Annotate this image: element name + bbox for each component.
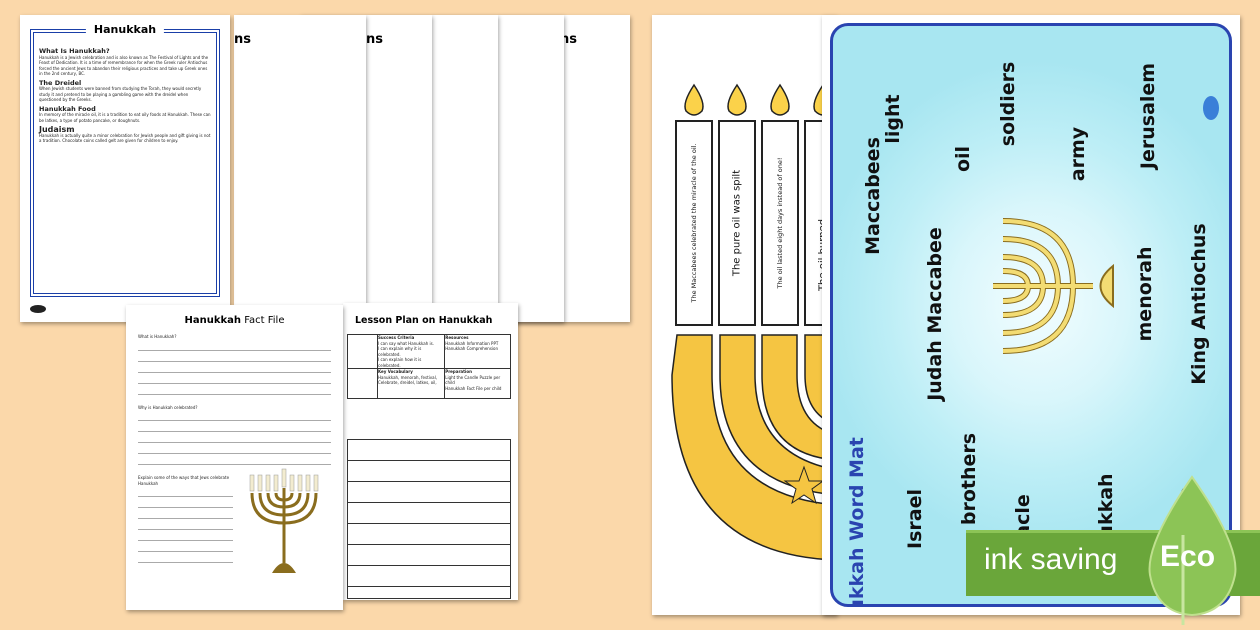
table-cell: Hanukkah Fact File per child	[445, 385, 502, 391]
ink-saving-label: ink saving	[984, 543, 1118, 576]
word: soldiers	[997, 61, 1019, 147]
question: Explain some of the ways that Jews celeb…	[138, 475, 230, 486]
word: oil	[952, 145, 974, 173]
word: menorah	[1134, 246, 1156, 342]
table-cell: I can explain how it is celebrated.	[378, 357, 422, 368]
word: Maccabees	[862, 137, 884, 255]
word: King Antiochus	[1188, 223, 1210, 385]
table-header: Resources	[445, 335, 469, 340]
twinkl-logo	[30, 305, 46, 313]
worksheet-page: ns	[234, 15, 366, 322]
page-title: ns	[560, 32, 577, 47]
word: Jerusalem	[1137, 62, 1159, 170]
section-heading: What Is Hanukkah?	[39, 47, 110, 55]
candle-text: The Maccabees celebrated the miracle of …	[690, 143, 698, 303]
candle-text: The oil lasted eight days instead of one…	[776, 157, 784, 289]
menorah-icon	[993, 218, 1114, 354]
hanukkah-info-sheet: Hanukkah What Is Hanukkah? Hanukkah is a…	[20, 15, 230, 322]
sheet-title: Hanukkah	[85, 23, 165, 36]
fact-file-sheet: Hanukkah Fact File What is Hanukkah? Why…	[126, 305, 343, 610]
word-mat-title: Hanukkah Word Mat	[846, 437, 868, 607]
twinkl-logo	[1203, 96, 1219, 120]
table-cell: Celebrate, dreidel, latkes, oil,	[378, 380, 437, 385]
section-heading: Judaism	[39, 125, 75, 134]
table-cell: Light the Candle Puzzle per child	[445, 374, 501, 386]
table-cell: I can say what Hanukkah is.	[378, 340, 434, 346]
word: light	[882, 94, 904, 144]
section-text: Hanukkah is a Jewish celebration and is …	[39, 54, 209, 77]
word-mat-page: Hanukkah Word Mat Maccabees light soldie…	[822, 15, 1240, 615]
menorah-outline	[671, 83, 837, 561]
lesson-steps-table	[347, 439, 511, 599]
eco-label: Eco	[1160, 540, 1216, 573]
section-text: In memory of the miracle oil, it is a tr…	[39, 112, 211, 123]
candle-text: The pure oil was spilt	[731, 169, 743, 277]
page-title: ns	[366, 32, 383, 47]
section-heading: Hanukkah Food	[39, 104, 96, 113]
table-cell: Hanukkah, menorah, festival,	[378, 374, 437, 380]
menorah-image	[249, 468, 319, 573]
leaf-icon	[1148, 475, 1237, 625]
word: Israel	[904, 489, 926, 549]
lesson-plan-title: Lesson Plan on Hanukkah	[355, 315, 493, 326]
candle-puzzle-page: The Maccabees celebrated the miracle of …	[652, 15, 837, 615]
table-cell: I can explain why it is celebrated.	[378, 346, 422, 357]
word: ukkah	[1095, 473, 1117, 539]
table-cell: Hanukkah Comprehension	[445, 346, 499, 351]
section-text: When Jewish students were banned from st…	[39, 86, 202, 102]
section-heading: The Dreidel	[39, 78, 82, 87]
table-header: Success Criteria	[378, 335, 415, 340]
question: What is Hanukkah?	[138, 334, 177, 339]
question: Why is Hanukkah celebrated?	[138, 404, 198, 410]
fact-file-title: Hanukkah Fact File	[184, 315, 285, 326]
lesson-plan-sheet: Lesson Plan on Hanukkah Success Criteria…	[343, 303, 518, 600]
word: brothers	[958, 432, 980, 526]
table-header: Preparation	[445, 369, 472, 374]
word: Judah Maccabee	[924, 227, 946, 401]
word-mat-frame: Hanukkah Word Mat Maccabees light soldie…	[830, 23, 1232, 607]
table-header: Key Vocabulary	[378, 369, 413, 374]
section-text: Hanukkah is actually quite a minor celeb…	[39, 132, 211, 144]
page-title: ns	[234, 32, 251, 47]
word: army	[1067, 126, 1089, 182]
table-cell: Hanukkah Information PPT	[445, 340, 499, 346]
